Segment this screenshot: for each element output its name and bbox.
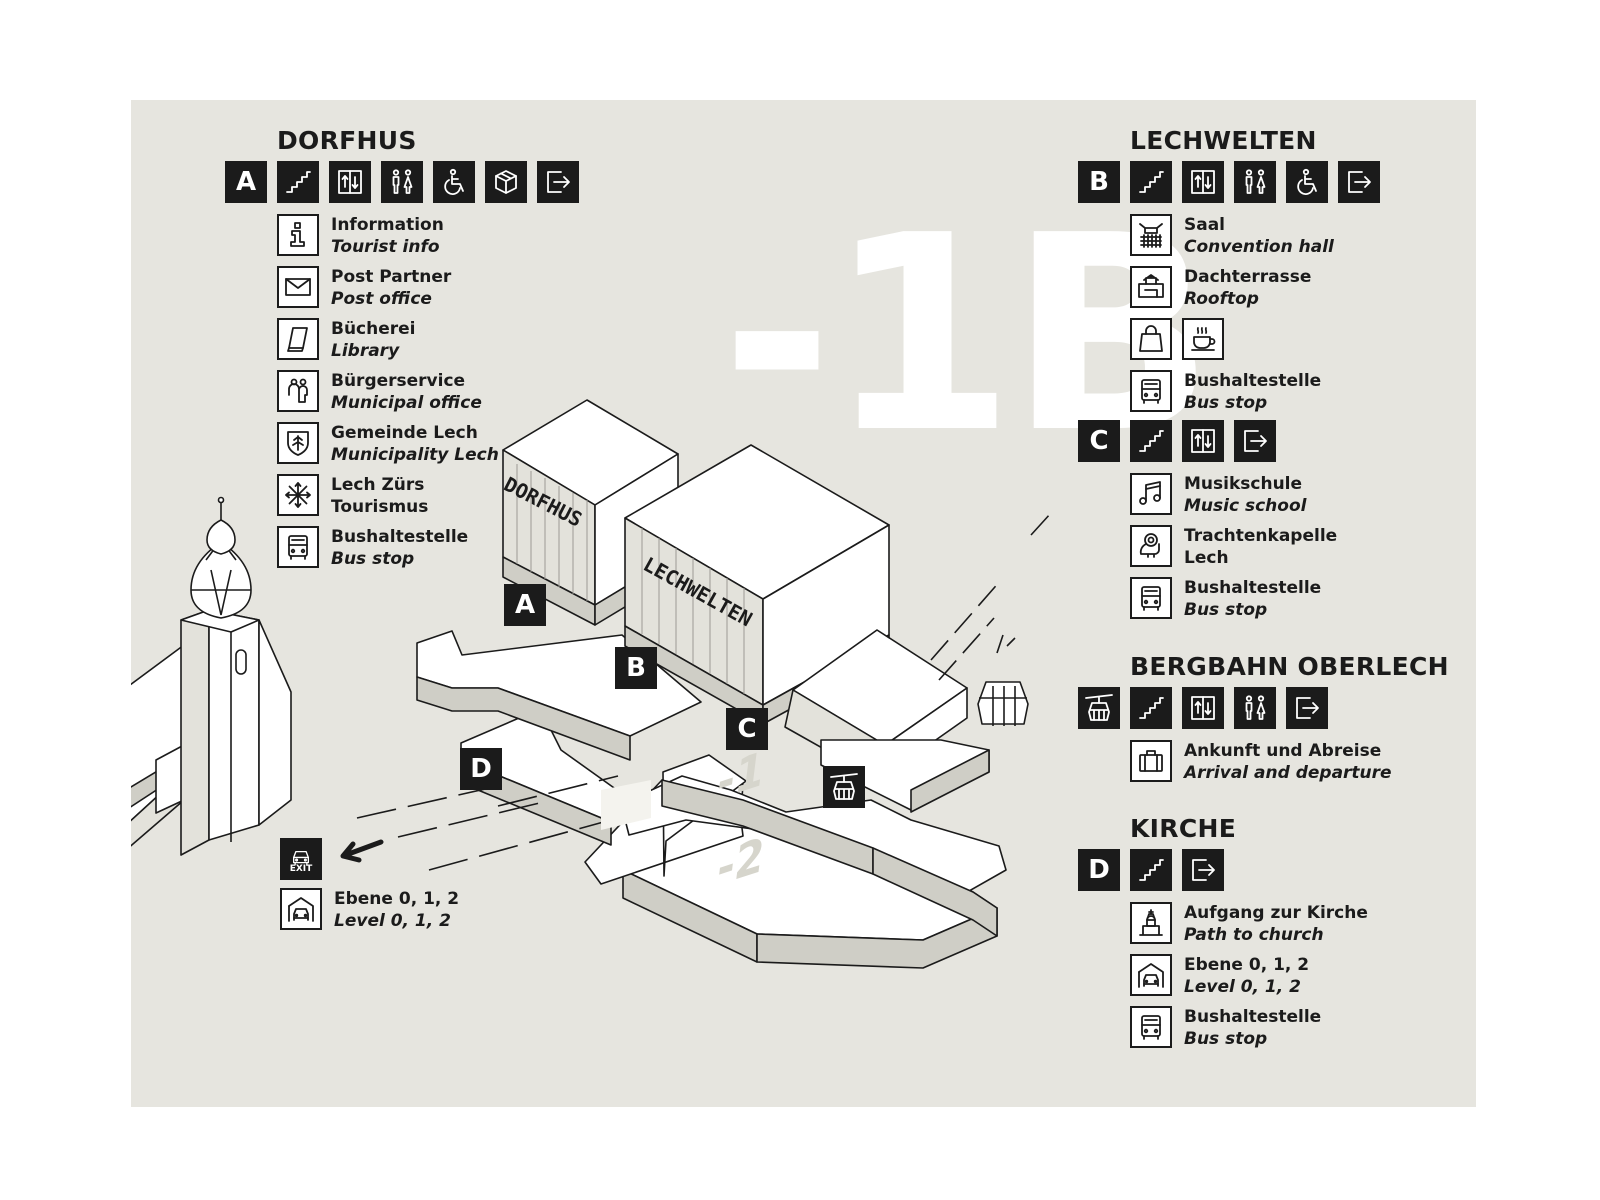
exit-path: [356, 775, 651, 871]
exit-icon: [1338, 161, 1380, 203]
cable-car: [930, 512, 1052, 726]
level-minus-1-platform: [416, 630, 1007, 937]
map-entrance-b[interactable]: B: [615, 647, 657, 689]
elevator-icon: [1182, 420, 1224, 462]
music-note-icon: [1130, 473, 1172, 515]
info-icon: [277, 214, 319, 256]
church: [131, 496, 292, 856]
bus-icon: [1130, 577, 1172, 619]
tuba-icon: [1130, 525, 1172, 567]
map-entrance-c[interactable]: C: [726, 708, 768, 750]
book-icon: [277, 318, 319, 360]
toilets-icon: [1234, 687, 1276, 729]
rooftop-icon: [1130, 266, 1172, 308]
church-icon: [1130, 902, 1172, 944]
coffee-icon: [1182, 318, 1224, 360]
accessible-toilet-icon: [1286, 161, 1328, 203]
toilets-icon: [1234, 161, 1276, 203]
kirche-title: KIRCHE: [1130, 814, 1237, 843]
stairs-icon: [1130, 420, 1172, 462]
exit-icon: [1182, 849, 1224, 891]
map-entrance-d[interactable]: D: [460, 748, 502, 790]
kirche-amenities: D: [1078, 849, 1224, 891]
people-icon: [277, 370, 319, 412]
entrance-b-badge[interactable]: B: [1078, 161, 1120, 203]
map-gondola-icon[interactable]: [823, 766, 865, 808]
elevator-icon: [329, 161, 371, 203]
bus-icon: [277, 526, 319, 568]
bus-icon: [1130, 370, 1172, 412]
bus-icon: [1130, 1006, 1172, 1048]
gondola-icon[interactable]: [1078, 687, 1120, 729]
snowflake-icon: [277, 474, 319, 516]
exit-icon: [1234, 420, 1276, 462]
site-map: [131, 399, 1052, 969]
lechwelten-extra-icons: [1130, 318, 1224, 360]
stairs-icon: [277, 161, 319, 203]
toilets-icon: [381, 161, 423, 203]
lechwelten-amenities: B: [1078, 161, 1380, 203]
exit-icon: [1286, 687, 1328, 729]
bergbahn-amenities: [1078, 687, 1328, 729]
lockers-icon: [485, 161, 527, 203]
elevator-icon: [1182, 161, 1224, 203]
accessible-toilet-icon: [433, 161, 475, 203]
parking-exit-sign: EXIT: [280, 838, 322, 880]
garage-icon: [1130, 954, 1172, 996]
dorfhus-title: DORFHUS: [277, 126, 417, 155]
hall-icon: [1130, 214, 1172, 256]
elevator-icon: [1182, 687, 1224, 729]
map-panel: -1B: [131, 100, 1476, 1107]
exit-icon: [537, 161, 579, 203]
entrance-a-badge[interactable]: A: [225, 161, 267, 203]
suitcase-icon: [1130, 740, 1172, 782]
entrance-c-amenities: C: [1078, 420, 1276, 462]
lechwelten-title: LECHWELTEN: [1130, 126, 1317, 155]
mail-icon: [277, 266, 319, 308]
entrance-c-badge[interactable]: C: [1078, 420, 1120, 462]
stairs-icon: [1130, 161, 1172, 203]
bergbahn-title: BERGBAHN OBERLECH: [1130, 652, 1449, 681]
stairs-icon: [1130, 849, 1172, 891]
dorfhus-amenities: A: [225, 161, 579, 203]
coat-of-arms-icon: [277, 422, 319, 464]
stairs-icon: [1130, 687, 1172, 729]
map-entrance-a[interactable]: A: [504, 584, 546, 626]
garage-icon: [280, 888, 322, 930]
building-bergbahn-station: [784, 629, 990, 813]
entrance-d-badge[interactable]: D: [1078, 849, 1120, 891]
exit-arrow: [340, 839, 384, 863]
shopping-bag-icon: [1130, 318, 1172, 360]
